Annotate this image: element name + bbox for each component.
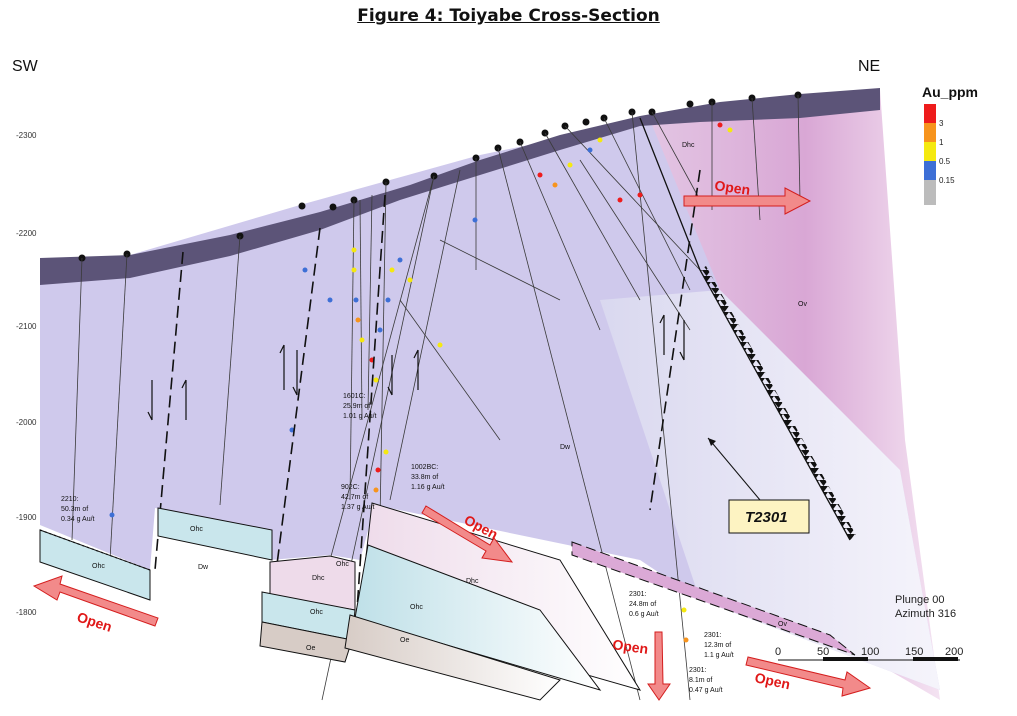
- svg-text:0.6 g Au/t: 0.6 g Au/t: [629, 611, 659, 618]
- plunge-label: Plunge 00: [895, 594, 945, 606]
- svg-text:1.1 g Au/t: 1.1 g Au/t: [704, 652, 734, 659]
- ov-lower-sliver: [571, 541, 856, 656]
- svg-text:0.34 g Au/t: 0.34 g Au/t: [61, 516, 95, 523]
- ohc-block-4: [354, 544, 602, 691]
- svg-text:12.3m of: 12.3m of: [704, 642, 731, 649]
- legend-swatch: [924, 161, 936, 180]
- thrust-fault-teeth: [700, 266, 856, 540]
- scale-tick-label: 0: [775, 646, 781, 658]
- unit-label-dhc: Dhc: [682, 142, 695, 149]
- elevation-label: -2200: [16, 229, 37, 238]
- svg-text:1.37 g Au/t: 1.37 g Au/t: [341, 504, 375, 511]
- elevation-axis: -2300 -2200 -2100 -2000 -1900 -1800: [16, 131, 37, 617]
- callout-box: [728, 499, 810, 534]
- unit-label-oe: Oe: [400, 637, 409, 644]
- svg-text:33.8m of: 33.8m of: [411, 474, 438, 481]
- direction-ne: NE: [858, 58, 881, 75]
- open-arrow-center: [421, 505, 514, 563]
- elevation-label: -2300: [16, 131, 37, 140]
- drill-traces: [71, 94, 801, 701]
- fault-motion-arrows: [147, 314, 685, 421]
- legend-swatch: [924, 104, 936, 123]
- svg-text:1.16 g Au/t: 1.16 g Au/t: [411, 484, 445, 491]
- open-label: Open: [75, 609, 114, 635]
- scale-tick-label: 50: [817, 646, 829, 658]
- legend-label: 1: [939, 138, 944, 147]
- unit-label-dhc: Dhc: [466, 578, 479, 585]
- callout-leader: [707, 437, 761, 501]
- svg-text:25.9m of: 25.9m of: [343, 403, 370, 410]
- unit-label-dw: Dw: [560, 444, 571, 451]
- legend-swatch: [924, 123, 936, 142]
- legend-title: Au_ppm: [922, 84, 978, 100]
- callout-arrowhead: [708, 438, 716, 446]
- unit-label-ohc: Ohc: [310, 609, 323, 616]
- elevation-label: -2100: [16, 322, 37, 331]
- unit-label-ohc: Ohc: [336, 561, 349, 568]
- open-label: Open: [753, 669, 791, 692]
- intercept-2210: 2210: 50.3m of 0.34 g Au/t: [61, 496, 95, 523]
- open-arrow-ne-top: [683, 187, 812, 215]
- dw-fade-region: [600, 290, 940, 690]
- normal-faults: [154, 169, 701, 641]
- ohc-block-1: [39, 529, 151, 601]
- legend-swatch: [924, 180, 936, 205]
- intercept-902c: 902C: 42.7m of 1.37 g Au/t: [341, 484, 375, 511]
- svg-text:0.47 g Au/t: 0.47 g Au/t: [689, 687, 723, 694]
- svg-text:2301:: 2301:: [629, 591, 647, 598]
- open-label: Open: [714, 177, 752, 198]
- elevation-label: -1800: [16, 608, 37, 617]
- svg-text:1002BC:: 1002BC:: [411, 464, 438, 471]
- azimuth-label: Azimuth 316: [895, 608, 956, 620]
- unit-label-ov: Ov: [778, 621, 787, 628]
- oe-block-3: [259, 621, 353, 663]
- unit-label-dw: Dw: [198, 564, 209, 571]
- unit-label-ohc: Ohc: [190, 526, 203, 533]
- scale-tick-label: 100: [861, 646, 879, 658]
- svg-text:8.1m of: 8.1m of: [689, 677, 712, 684]
- unit-label-ohc: Ohc: [92, 563, 105, 570]
- elevation-label: -1900: [16, 513, 37, 522]
- legend-label: 0.5: [939, 157, 951, 166]
- svg-text:2301:: 2301:: [704, 632, 722, 639]
- unit-label-ov: Ov: [798, 301, 807, 308]
- svg-text:1601C:: 1601C:: [343, 393, 366, 400]
- legend-swatch: [924, 142, 936, 161]
- unit-label-ohc: Ohc: [410, 604, 423, 611]
- legend-label: 3: [939, 119, 944, 128]
- ohc-block-2: [157, 507, 273, 561]
- open-arrow-se: [745, 656, 872, 697]
- svg-text:24.8m of: 24.8m of: [629, 601, 656, 608]
- open-label: Open: [612, 636, 650, 657]
- intercept-2301a: 2301: 24.8m of 0.6 g Au/t: [629, 591, 659, 618]
- unit-label-oe: Oe: [306, 645, 315, 652]
- intercept-1002bc: 1002BC: 33.8m of 1.16 g Au/t: [411, 464, 445, 491]
- scale-tick-label: 200: [945, 646, 963, 658]
- svg-text:2301:: 2301:: [689, 667, 707, 674]
- scale-tick-label: 150: [905, 646, 923, 658]
- fault-callout-label: T2301: [745, 509, 788, 526]
- assay-intervals: [109, 122, 733, 643]
- au-legend: Au_ppm 3 1 0.5 0.15: [922, 84, 978, 205]
- svg-text:2210:: 2210:: [61, 496, 79, 503]
- elevation-label: -2000: [16, 418, 37, 427]
- legend-label: 0.15: [939, 176, 955, 185]
- intercept-1601c: 1601C: 25.9m of 1.01 g Au/t: [343, 393, 377, 420]
- scale-bar: 0 50 100 150 200: [775, 646, 963, 661]
- figure-title: Figure 4: Toiyabe Cross-Section: [357, 6, 660, 26]
- svg-text:42.7m of: 42.7m of: [341, 494, 368, 501]
- dhc-block-3: [269, 555, 356, 611]
- intercept-2301b: 2301: 12.3m of 1.1 g Au/t: [704, 632, 734, 659]
- open-arrow-down: [647, 631, 671, 701]
- svg-text:902C:: 902C:: [341, 484, 360, 491]
- open-arrow-sw: [32, 575, 159, 627]
- unit-label-dhc: Dhc: [312, 575, 325, 582]
- svg-text:50.3m of: 50.3m of: [61, 506, 88, 513]
- topographic-surface: [40, 88, 880, 285]
- oe-block-4: [344, 614, 561, 701]
- svg-text:1.01 g Au/t: 1.01 g Au/t: [343, 413, 377, 420]
- intercept-2301c: 2301: 8.1m of 0.47 g Au/t: [689, 667, 723, 694]
- direction-sw: SW: [12, 58, 38, 75]
